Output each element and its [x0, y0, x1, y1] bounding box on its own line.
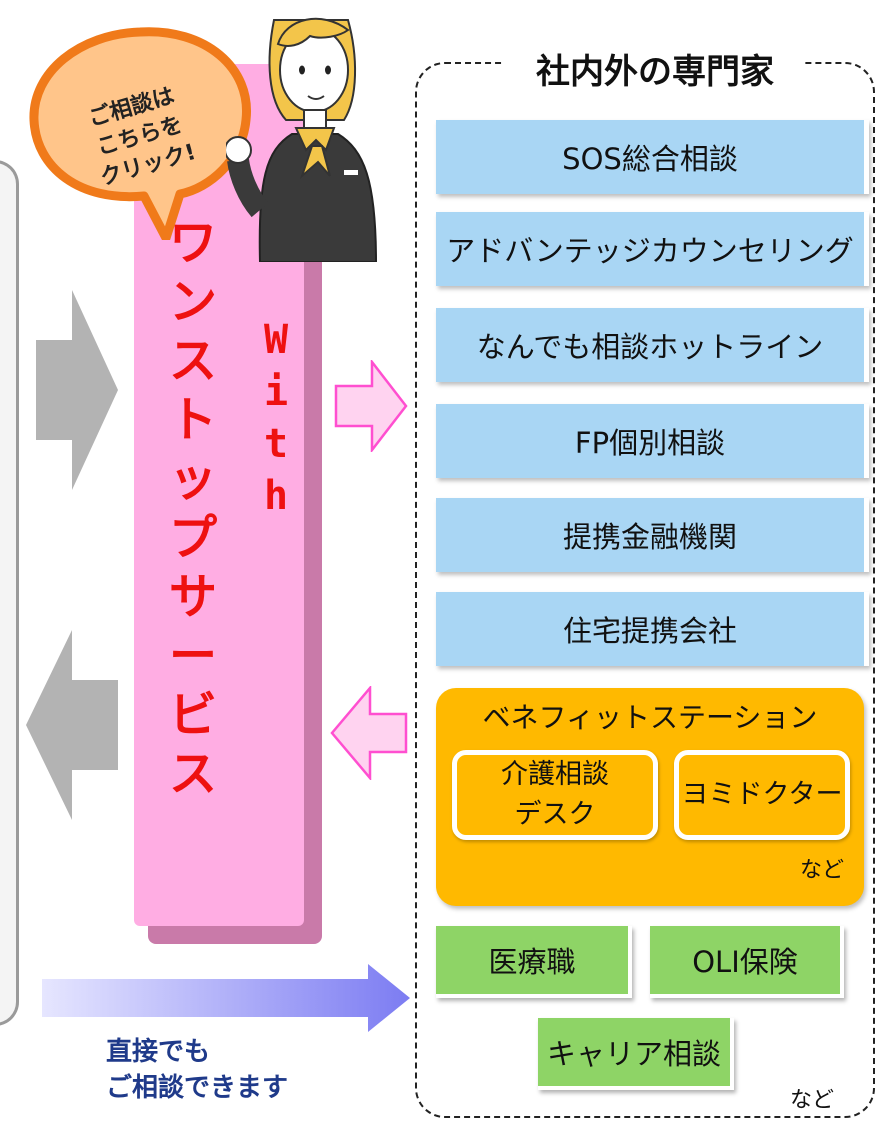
service-hotline[interactable]: なんでも相談ホットライン	[436, 308, 869, 382]
experts-title: 社内外の専門家	[505, 46, 805, 98]
career-consult[interactable]: キャリア相談	[538, 1018, 734, 1090]
left-panel	[0, 160, 19, 1026]
medical-staff[interactable]: 医療職	[436, 926, 632, 998]
pink-left-arrow	[330, 684, 408, 784]
yomi-doctor[interactable]: ヨミドクター	[674, 750, 850, 840]
service-housing[interactable]: 住宅提携会社	[436, 592, 869, 666]
gray-left-arrow	[26, 630, 118, 820]
gray-right-arrow	[36, 290, 120, 490]
green-etc: など	[790, 1088, 835, 1113]
one-stop-title: ワンストップサービス	[168, 215, 217, 802]
oli-insurance[interactable]: OLI保険	[650, 926, 844, 998]
service-financial[interactable]: 提携金融機関	[436, 498, 869, 572]
care-consult-desk[interactable]: 介護相談 デスク	[452, 750, 658, 840]
service-fp[interactable]: FP個別相談	[436, 404, 869, 478]
direct-text-line1: 直接でも	[106, 1037, 211, 1067]
benefit-station-title: ベネフィットステーション	[482, 701, 818, 734]
benefit-station-box[interactable]: ベネフィットステーション 介護相談 デスク ヨミドクター など	[436, 688, 864, 906]
click-here-bubble[interactable]: ご相談は こちらを クリック!	[20, 20, 260, 240]
receptionist-illustration	[224, 0, 396, 263]
direct-arrow	[42, 964, 412, 1038]
service-advantage-counseling[interactable]: アドバンテッジカウンセリング	[436, 212, 869, 286]
direct-text-line2: ご相談できます	[106, 1073, 289, 1103]
service-sos[interactable]: SOS総合相談	[436, 120, 869, 194]
with-label: With	[263, 317, 289, 519]
pink-right-arrow	[334, 358, 408, 456]
direct-consult-text: 直接でも ご相談できます	[106, 1034, 366, 1106]
benefit-etc: など	[799, 858, 844, 883]
